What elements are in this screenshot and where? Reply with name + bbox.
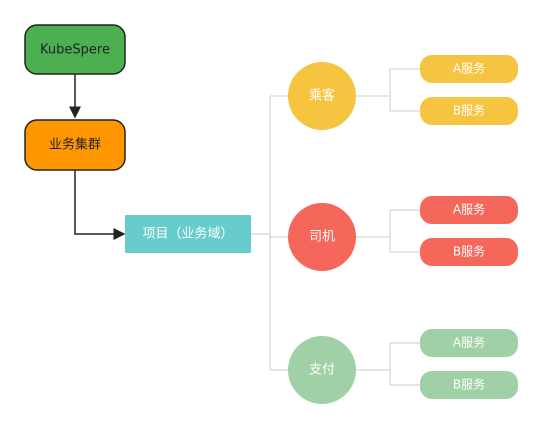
service-node-payment-a bbox=[420, 329, 518, 357]
cluster-label: 业务集群 bbox=[49, 137, 101, 153]
domain-node-driver bbox=[288, 203, 356, 271]
service-label-payment-a: A服务 bbox=[453, 335, 485, 350]
service-label-payment-b: B服务 bbox=[453, 377, 485, 392]
cluster-node bbox=[24, 119, 126, 171]
service-node-driver-b bbox=[420, 238, 518, 266]
domain-node-payment bbox=[288, 336, 356, 404]
service-node-passenger-b bbox=[420, 97, 518, 125]
project-label: 项目（业务域） bbox=[142, 226, 233, 242]
service-label-passenger-b: B服务 bbox=[453, 103, 485, 118]
kubesphere-node bbox=[24, 24, 126, 75]
project-connectors bbox=[251, 95, 290, 371]
domain-label-payment: 支付 bbox=[309, 363, 335, 378]
service-label-driver-a: A服务 bbox=[453, 202, 485, 217]
service-node-driver-a bbox=[420, 196, 518, 224]
service-node-payment-b bbox=[420, 371, 518, 399]
project-node bbox=[125, 215, 251, 253]
service-label-passenger-a: A服务 bbox=[453, 61, 485, 76]
domain-node-passenger bbox=[288, 62, 356, 130]
domain-label-driver: 司机 bbox=[309, 230, 335, 245]
service-connectors bbox=[355, 68, 420, 386]
service-node-passenger-a bbox=[420, 55, 518, 83]
domain-label-passenger: 乘客 bbox=[309, 88, 335, 104]
arrow-cluster-to-project bbox=[74, 170, 126, 240]
service-label-driver-b: B服务 bbox=[453, 244, 485, 259]
kubesphere-label: KubeSpere bbox=[40, 43, 110, 58]
